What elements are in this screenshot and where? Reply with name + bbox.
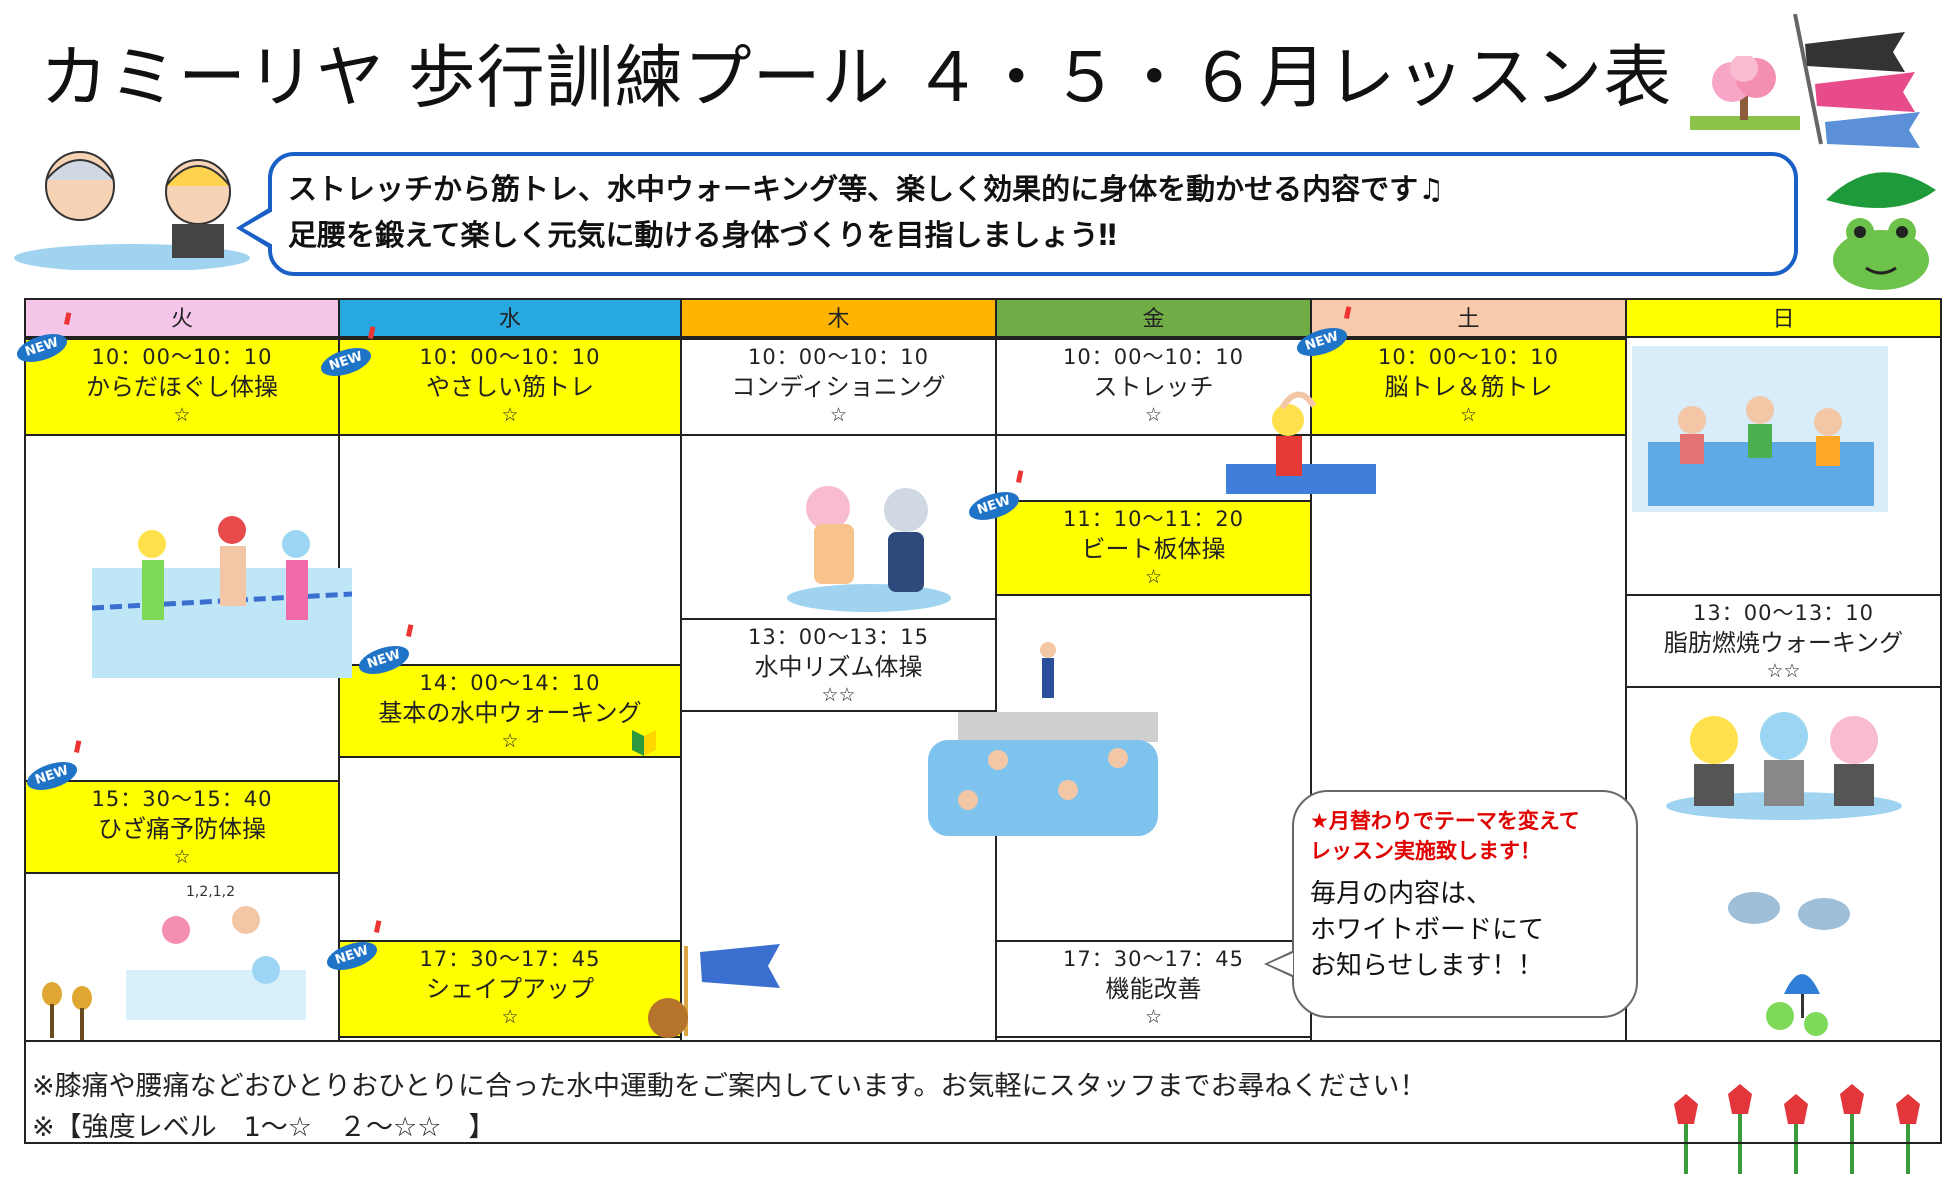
rainy-frogs-illustration: [1728, 892, 1850, 1036]
lesson-name: やさしい筋トレ: [426, 373, 594, 401]
day-header-tue: 火: [26, 300, 340, 338]
day-header-fri: 金: [997, 300, 1312, 338]
bear-koinobori-illustration: [648, 944, 780, 1038]
column-divider: [1310, 338, 1312, 1042]
intro-line-1: ストレッチから筋トレ、水中ウォーキング等、楽しく効果的に身体を動かせる内容です♫: [288, 172, 1445, 206]
beginner-mark-icon: [632, 730, 656, 756]
lesson-name: 脂肪燃焼ウォーキング: [1663, 629, 1904, 657]
lesson-time: 17：30〜17：45: [419, 947, 601, 971]
maracas-icon: [42, 982, 92, 1042]
lesson-time: 17：30〜17：45: [1063, 947, 1244, 971]
lesson-cell: 10：00〜10：10 からだほぐし体操 ☆: [26, 338, 338, 436]
stretching-swimmer-illustration: [1226, 391, 1376, 494]
lesson-name: 水中リズム体操: [754, 653, 923, 681]
lesson-cell: 11：10〜11：20 ビート板体操 ☆: [997, 500, 1310, 596]
footer-note-1: ※膝痛や腰痛などおひとりおひとりに合った水中運動をご案内しています。お気軽にスタ…: [32, 1071, 1427, 1102]
lesson-time: 13：00〜13：10: [1693, 601, 1874, 625]
notice-body-line: 毎月の内容は、: [1310, 879, 1493, 909]
footer-box: [24, 1040, 1942, 1144]
intro-speech-bubble: [268, 152, 1798, 276]
lesson-name: 機能改善: [1105, 975, 1202, 1003]
lesson-time: 10：00〜10：10: [419, 345, 601, 369]
notice-body-line: ホワイトボードにて: [1310, 915, 1545, 945]
lesson-level: ☆☆: [821, 684, 856, 706]
lesson-cell: 10：00〜10：10 やさしい筋トレ ☆: [340, 338, 680, 436]
lesson-cell: 17：30〜17：45 シェイプアップ ☆: [340, 940, 680, 1038]
notice-speech-bubble: [1292, 790, 1638, 1018]
lesson-level: ☆: [501, 1006, 519, 1028]
footer-note-2: ※【強度レベル 1〜☆ ２〜☆☆ 】: [32, 1112, 496, 1143]
column-divider: [680, 338, 682, 1042]
notice-body-line: お知らせします！！: [1310, 951, 1544, 981]
lesson-cell: 13：00〜13：10 脂肪燃焼ウォーキング ☆☆: [1627, 594, 1940, 688]
column-divider: [1625, 338, 1627, 1042]
lesson-level: ☆: [173, 846, 191, 868]
lesson-name: ひざ痛予防体操: [98, 815, 266, 843]
bubble-tail-inner: [243, 211, 273, 245]
lesson-level: ☆: [1144, 1006, 1163, 1028]
lesson-level: ☆: [501, 404, 519, 426]
lesson-time: 14：00〜14：10: [419, 671, 601, 695]
lesson-level: ☆: [829, 404, 848, 426]
lesson-name: コンディショニング: [731, 373, 946, 401]
notice-highlight-line: ★月替わりでテーマを変えて: [1310, 809, 1580, 833]
lesson-time: 10：00〜10：10: [91, 345, 273, 369]
lesson-level: ☆☆: [1766, 660, 1801, 682]
day-header-sat: 土: [1312, 300, 1627, 338]
lesson-time: 15：30〜15：40: [91, 787, 273, 811]
day-header-sun: 日: [1627, 300, 1940, 338]
smiling-seniors-illustration: [1666, 712, 1902, 820]
lesson-level: ☆: [173, 404, 191, 426]
column-divider: [995, 338, 997, 1042]
water-walking-group-illustration: [92, 516, 352, 678]
lesson-cell: 10：00〜10：10 ストレッチ ☆: [997, 338, 1310, 436]
lesson-level: ☆: [1144, 566, 1163, 588]
lesson-time: 11：10〜11：20: [1063, 507, 1244, 531]
tulips-illustration: [1674, 1084, 1920, 1174]
lesson-time: 10：00〜10：10: [1063, 345, 1244, 369]
kickboard-swimmers-illustration: [787, 486, 951, 612]
column-divider: [338, 338, 340, 1042]
lesson-cell: 10：00〜10：10 脳トレ＆筋トレ ☆: [1312, 338, 1625, 436]
lesson-time: 10：00〜10：10: [1378, 345, 1559, 369]
lesson-name: 脳トレ＆筋トレ: [1384, 373, 1553, 401]
lesson-cell: 10：00〜10：10 コンディショニング ☆: [682, 338, 995, 436]
notice-highlight: ★月替わりでテーマを変えて レッスン実施致します！: [1310, 806, 1580, 866]
day-header-thu: 木: [682, 300, 997, 338]
arm-exercise-group-illustration: 1,2,1,2: [126, 884, 306, 1020]
lesson-cell: 13：00〜13：15 水中リズム体操 ☆☆: [682, 618, 995, 712]
lesson-time: 13：00〜13：15: [748, 625, 929, 649]
lesson-level: ☆: [501, 730, 519, 752]
lesson-level: ☆: [1459, 404, 1478, 426]
dumbbell-exercise-illustration: [1632, 346, 1888, 512]
lesson-cell: 14：00〜14：10 基本の水中ウォーキング ☆: [340, 664, 680, 758]
count-text: 1,2,1,2: [186, 884, 235, 900]
lesson-name: ビート板体操: [1081, 535, 1226, 563]
lesson-level: ☆: [1144, 404, 1163, 426]
lesson-name: 基本の水中ウォーキング: [378, 699, 642, 727]
lesson-time: 10：00〜10：10: [748, 345, 929, 369]
lesson-cell: 15：30〜15：40 ひざ痛予防体操 ☆: [26, 780, 338, 874]
page-title: カミーリヤ 歩行訓練プール ４・５・６月レッスン表: [40, 39, 1673, 118]
frog-leaf-illustration: [1826, 172, 1936, 290]
elderly-swimmers-illustration: [14, 151, 250, 270]
cherry-tree-illustration: [1690, 56, 1800, 130]
notice-bubble-tail-inner: [1268, 953, 1293, 975]
notice-highlight-line: レッスン実施致します！: [1310, 839, 1541, 863]
lesson-name: からだほぐし体操: [86, 373, 278, 401]
lesson-name: シェイプアップ: [426, 975, 594, 1003]
notice-body: 毎月の内容は、 ホワイトボードにて お知らせします！！: [1310, 876, 1544, 984]
koinobori-illustration: [1793, 14, 1920, 148]
lesson-cell: 17：30〜17：45 機能改善 ☆: [997, 940, 1310, 1038]
pool-class-illustration: [928, 642, 1158, 836]
day-header-wed: 水: [340, 300, 682, 338]
lesson-name: ストレッチ: [1093, 373, 1214, 401]
intro-line-2: 足腰を鍛えて楽しく元気に動ける身体づくりを目指しましょう‼: [288, 218, 1117, 252]
